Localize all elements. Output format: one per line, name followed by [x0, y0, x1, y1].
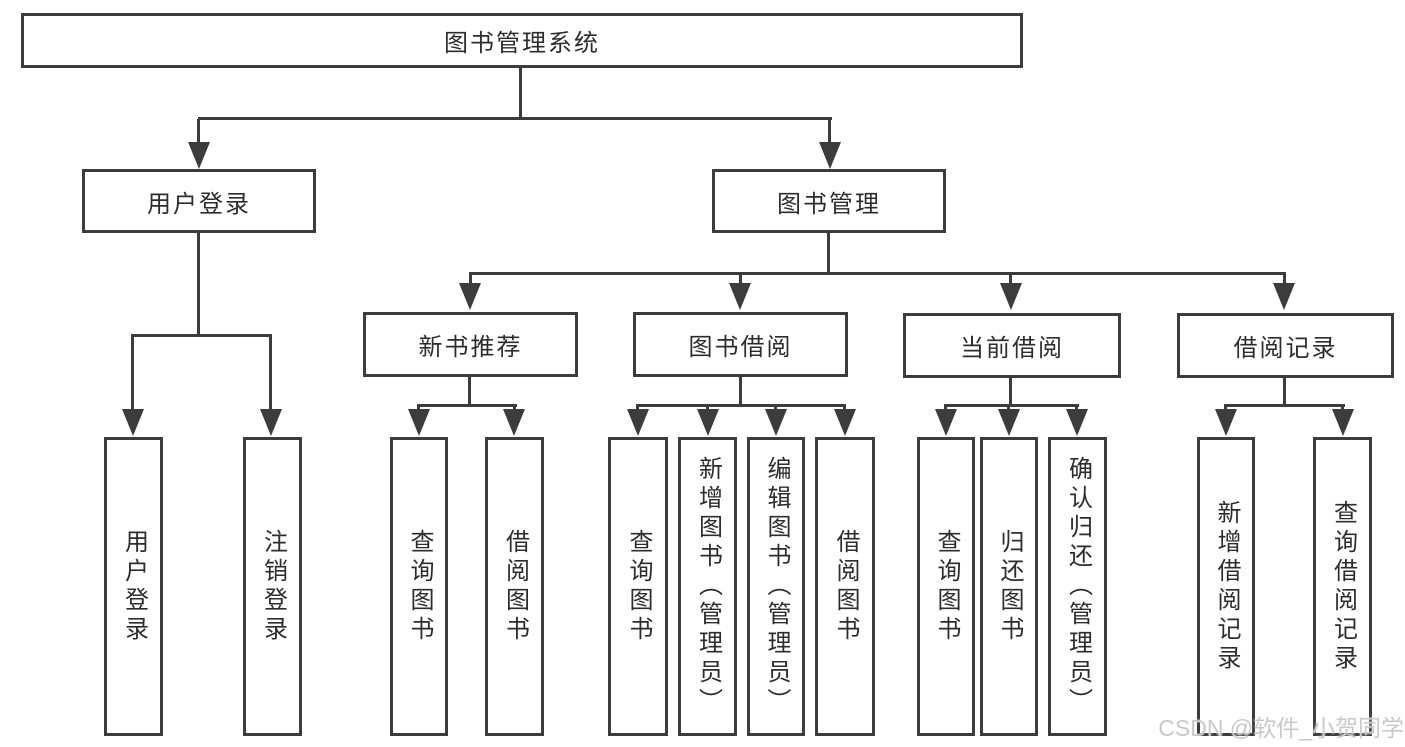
- tree-connector-line: [944, 404, 1079, 407]
- node-user-login: 用户登录: [82, 169, 316, 233]
- leaf-cb-query-book: 查询图书: [917, 437, 975, 736]
- arrowhead-down-icon: [765, 409, 787, 436]
- tree-connector-line: [1283, 378, 1286, 407]
- tree-connector-line: [131, 334, 272, 337]
- arrowhead-down-icon: [697, 409, 719, 436]
- leaf-bb-edit-book-admin: 编辑图书（管理员）: [747, 437, 805, 736]
- arrowhead-down-icon: [729, 283, 751, 310]
- tree-connector-line: [269, 336, 272, 410]
- arrowhead-down-icon: [503, 409, 525, 436]
- arrowhead-down-icon: [834, 409, 856, 436]
- node-book-management: 图书管理: [712, 169, 946, 233]
- tree-connector-line: [1009, 274, 1012, 285]
- node-label: 借阅记录: [1233, 335, 1338, 362]
- node-label: 用户登录: [147, 190, 251, 218]
- leaf-label: 查询图书: [625, 528, 652, 645]
- leaf-label: 归还图书: [996, 528, 1023, 645]
- arrowhead-down-icon: [819, 142, 841, 169]
- tree-connector-line: [197, 119, 200, 145]
- node-current-borrowing: 当前借阅: [903, 313, 1121, 378]
- leaf-user-login: 用户登录: [104, 437, 163, 736]
- leaf-label: 编辑图书（管理员）: [763, 456, 790, 717]
- tree-connector-line: [828, 119, 831, 145]
- node-library-management-system: 图书管理系统: [21, 13, 1023, 68]
- tree-connector-line: [519, 67, 522, 120]
- leaf-bb-borrow-book: 借阅图书: [815, 437, 875, 736]
- arrowhead-down-icon: [260, 409, 282, 436]
- arrowhead-down-icon: [408, 409, 430, 436]
- arrowhead-down-icon: [1000, 283, 1022, 310]
- node-label: 图书管理: [777, 190, 881, 218]
- csdn-watermark: CSDN @软件_小贺同学: [1158, 715, 1404, 741]
- tree-connector-line: [131, 336, 134, 410]
- node-label: 图书借阅: [688, 334, 793, 361]
- leaf-nbr-query-book: 查询图书: [390, 437, 448, 736]
- leaf-cb-return-book: 归还图书: [980, 437, 1038, 736]
- node-new-book-recommend: 新书推荐: [363, 312, 578, 377]
- leaf-nbr-borrow-book: 借阅图书: [485, 437, 544, 736]
- node-label: 图书管理系统: [444, 30, 600, 57]
- leaf-label: 注销登录: [259, 528, 287, 645]
- leaf-label: 查询图书: [406, 528, 433, 645]
- leaf-bb-add-book-admin: 新增图书（管理员）: [678, 437, 737, 736]
- node-book-borrowing: 图书借阅: [633, 312, 848, 377]
- leaf-br-add-borrow-record: 新增借阅记录: [1197, 437, 1255, 736]
- leaf-cb-confirm-return-admin: 确认归还（管理员）: [1048, 437, 1107, 736]
- leaf-label: 确认归还（管理员）: [1064, 456, 1092, 717]
- leaf-label: 新增借阅记录: [1213, 499, 1240, 674]
- node-label: 新书推荐: [418, 334, 523, 361]
- arrowhead-down-icon: [122, 409, 144, 436]
- leaf-logout: 注销登录: [243, 437, 302, 736]
- arrowhead-down-icon: [1066, 409, 1088, 436]
- arrowhead-down-icon: [459, 283, 481, 310]
- tree-connector-line: [197, 233, 200, 337]
- leaf-label: 查询图书: [933, 528, 960, 645]
- tree-connector-line: [827, 233, 830, 275]
- tree-connector-line: [198, 117, 832, 120]
- leaf-label: 新增图书（管理员）: [694, 456, 722, 717]
- leaf-label: 借阅图书: [501, 528, 529, 645]
- tree-connector-line: [417, 404, 517, 407]
- leaf-bb-query-book: 查询图书: [608, 437, 668, 736]
- tree-connector-line: [636, 404, 846, 407]
- arrowhead-down-icon: [627, 409, 649, 436]
- node-label: 当前借阅: [960, 335, 1064, 362]
- tree-connector-line: [739, 377, 742, 407]
- arrowhead-down-icon: [188, 142, 210, 169]
- tree-connector-line: [739, 274, 742, 285]
- arrowhead-down-icon: [1215, 409, 1237, 436]
- leaf-br-query-borrow-record: 查询借阅记录: [1313, 437, 1372, 736]
- tree-connector-line: [1283, 274, 1286, 285]
- arrowhead-down-icon: [935, 409, 957, 436]
- tree-connector-line: [1009, 378, 1012, 407]
- node-borrowing-records: 借阅记录: [1177, 313, 1394, 378]
- tree-connector-line: [468, 377, 471, 407]
- leaf-label: 用户登录: [120, 528, 148, 645]
- arrowhead-down-icon: [1332, 409, 1354, 436]
- tree-connector-line: [469, 272, 1286, 275]
- tree-connector-line: [1224, 404, 1345, 407]
- arrowhead-down-icon: [1273, 283, 1295, 310]
- leaf-label: 查询借阅记录: [1329, 499, 1357, 674]
- arrowhead-down-icon: [998, 409, 1020, 436]
- leaf-label: 借阅图书: [832, 528, 859, 645]
- tree-connector-line: [469, 274, 472, 285]
